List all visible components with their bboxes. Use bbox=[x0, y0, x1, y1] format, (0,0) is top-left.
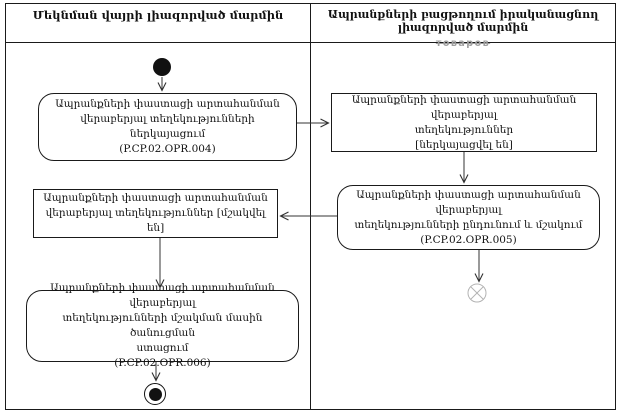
object-info-submitted: Ապրանքների փաստացի արտահանման վերաբերյալ… bbox=[331, 93, 597, 152]
lane-title: Մեկնման վայրի լիազորված մարմին bbox=[32, 8, 284, 22]
lane-header-departure: Մեկնման վայրի լիազորված մարմին bbox=[6, 3, 310, 42]
activity-final-inner bbox=[148, 387, 162, 401]
action-label: Ապրանքների փաստացի արտահանման վերաբերյալ… bbox=[50, 282, 275, 369]
object-info-processed: Ապրանքների փաստացի արտահանման վերաբերյալ… bbox=[33, 189, 278, 238]
action-receive-process-info: Ապրանքների փաստացի արտահանման վերաբերյալ… bbox=[337, 185, 600, 250]
activity-final-node bbox=[144, 383, 166, 405]
lane-title: Ապրանքների բացթողում իրականացնող լիազորվ… bbox=[327, 8, 599, 34]
initial-node bbox=[153, 58, 171, 76]
action-label: Ապրանքների փաստացի արտահանման վերաբերյալ… bbox=[55, 98, 280, 155]
action-submit-export-info: Ապրանքների փաստացի արտահանման վերաբերյալ… bbox=[38, 93, 297, 161]
action-receive-notification: Ապրանքների փաստացի արտահանման վերաբերյալ… bbox=[26, 282, 299, 369]
lane-divider bbox=[310, 3, 311, 409]
header-separator bbox=[5, 42, 615, 43]
object-label: Ապրանքների փաստացի արտահանման վերաբերյալ… bbox=[351, 93, 577, 151]
object-label: Ապրանքների փաստացի արտահանման վերաբերյալ… bbox=[43, 192, 268, 234]
action-label: Ապրանքների փաստացի արտահանման վերաբերյալ… bbox=[354, 188, 583, 246]
faded-strikethrough-note: товаров bbox=[435, 38, 491, 49]
lane-header-release: Ապրանքների բացթողում իրականացնող լիազորվ… bbox=[311, 3, 615, 49]
